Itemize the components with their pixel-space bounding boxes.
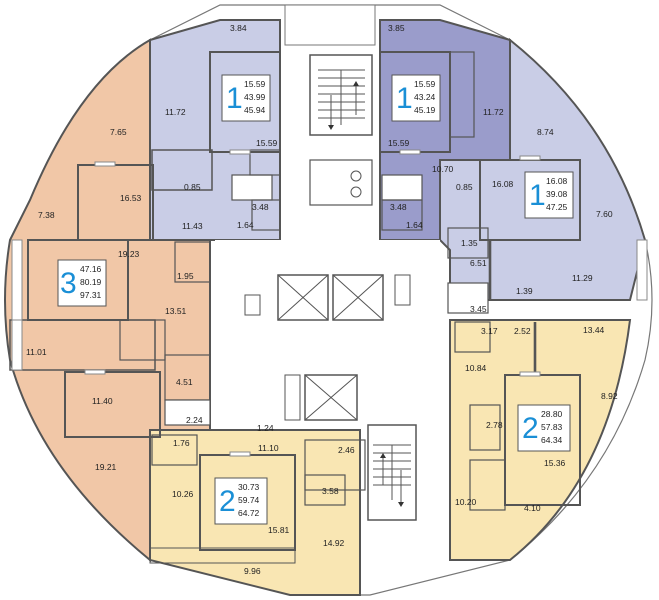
- room-area: 14.92: [323, 538, 345, 548]
- apartment-label-bottomleft: 2 30.73 59.74 64.72: [214, 477, 268, 525]
- room-area: 11.43: [182, 221, 203, 231]
- apartment-rooms: 2: [522, 412, 539, 445]
- apartment-label-topmid: 1 15.59 43.24 45.19: [391, 74, 441, 122]
- apartment-living-area: 16.08: [546, 176, 568, 186]
- walls-bottomright: [454, 321, 581, 511]
- apartment-living-area: 28.80: [541, 409, 563, 419]
- room-area: 4.51: [176, 377, 193, 387]
- room-area: 11.40: [92, 396, 113, 406]
- room-area: 1.64: [237, 220, 254, 230]
- room-area: 1.95: [177, 271, 194, 281]
- room-area: 3.58: [322, 486, 339, 496]
- elevator-shafts: [244, 274, 411, 421]
- stair-top: [309, 54, 373, 136]
- room-area: 7.65: [110, 127, 127, 137]
- room-area: 3.48: [390, 202, 407, 212]
- apartment-label-left: 3 47.16 80.19 97.31: [57, 259, 107, 307]
- room-area: 11.72: [483, 107, 504, 117]
- room-area: 8.92: [601, 391, 618, 401]
- apartment-rooms: 1: [529, 179, 546, 212]
- room-area: 2.78: [486, 420, 503, 430]
- apartment-total-area: 43.24: [414, 92, 436, 102]
- walls-left: [9, 164, 211, 438]
- room-area: 10.26: [172, 489, 194, 499]
- room-area: 15.59: [256, 138, 278, 148]
- room-area: 10.20: [455, 497, 477, 507]
- apartment-total-area-balcony: 64.34: [541, 435, 563, 445]
- room-area: 3.85: [388, 23, 405, 33]
- windows: [11, 149, 648, 457]
- apartment-total-area: 57.83: [541, 422, 563, 432]
- room-area: 7.60: [596, 209, 613, 219]
- room-area: 7.38: [38, 210, 55, 220]
- room-area: 11.29: [572, 273, 593, 283]
- room-area: 0.85: [456, 182, 473, 192]
- apartment-total-area-balcony: 47.25: [546, 202, 568, 212]
- room-area: 15.36: [544, 458, 566, 468]
- room-area: 8.74: [537, 127, 554, 137]
- room-area: 1.76: [173, 438, 190, 448]
- room-area: 4.10: [524, 503, 541, 513]
- room-area: 19.23: [118, 249, 140, 259]
- room-area: 11.72: [165, 107, 186, 117]
- room-area: 11.01: [26, 347, 47, 357]
- room-area: 10.84: [465, 363, 487, 373]
- room-area: 2.52: [514, 326, 531, 336]
- room-area: 13.51: [165, 306, 187, 316]
- room-area: 3.84: [230, 23, 247, 33]
- apartment-rooms: 3: [60, 267, 77, 300]
- apartment-rooms: 2: [219, 485, 236, 518]
- room-area: 16.08: [492, 179, 514, 189]
- apartment-rooms: 1: [226, 82, 243, 115]
- room-area: 15.59: [388, 138, 410, 148]
- room-area: 0.85: [184, 182, 201, 192]
- room-area: 13.44: [583, 325, 605, 335]
- room-area: 10.70: [432, 164, 454, 174]
- apartment-total-area-balcony: 97.31: [80, 290, 102, 300]
- room-area: 3.48: [252, 202, 269, 212]
- apartment-total-area: 43.99: [244, 92, 266, 102]
- apartment-total-area: 39.08: [546, 189, 568, 199]
- apartment-label-right: 1 16.08 39.08 47.25: [524, 171, 574, 219]
- room-area: 1.24: [257, 423, 274, 433]
- room-area: 16.53: [120, 193, 142, 203]
- room-area: 2.24: [186, 415, 203, 425]
- apartment-total-area: 59.74: [238, 495, 260, 505]
- apartment-living-area: 15.59: [244, 79, 266, 89]
- room-area: 3.17: [481, 326, 498, 336]
- room-area: 11.10: [258, 443, 279, 453]
- stair-bottom: [367, 424, 417, 521]
- room-area: 6.51: [470, 258, 487, 268]
- room-area-labels: 3.84 3.85 11.72 15.59 0.85 3.48 1.64 11.…: [26, 23, 618, 576]
- room-area: 1.64: [406, 220, 423, 230]
- top-vestibule: [284, 4, 376, 206]
- room-area: 2.46: [338, 445, 355, 455]
- room-area: 15.81: [268, 525, 290, 535]
- apartment-label-topleft: 1 15.59 43.99 45.94: [221, 74, 271, 122]
- room-area: 1.39: [516, 286, 533, 296]
- apartment-label-bottomright: 2 28.80 57.83 64.34: [517, 404, 571, 452]
- apartment-total-area-balcony: 64.72: [238, 508, 260, 518]
- room-area: 19.21: [95, 462, 117, 472]
- room-area: 9.96: [244, 566, 261, 576]
- apartment-total-area-balcony: 45.94: [244, 105, 266, 115]
- room-area: 3.45: [470, 304, 487, 314]
- apartment-living-area: 30.73: [238, 482, 260, 492]
- apartment-living-area: 15.59: [414, 79, 436, 89]
- apartment-total-area-balcony: 45.19: [414, 105, 436, 115]
- room-area: 1.35: [461, 238, 478, 248]
- apartment-rooms: 1: [396, 82, 413, 115]
- apartment-living-area: 47.16: [80, 264, 102, 274]
- apartment-total-area: 80.19: [80, 277, 102, 287]
